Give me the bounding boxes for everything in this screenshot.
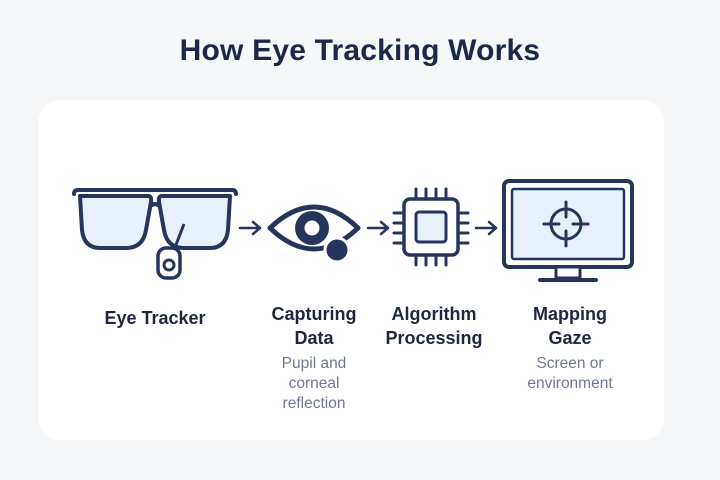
- arrow-right-icon: [474, 220, 498, 236]
- monitor-crosshair-icon: [502, 179, 634, 282]
- step-label-algorithm-processing: Algorithm Processing: [385, 304, 483, 348]
- step-label-capturing-data: Capturing Data: [271, 304, 357, 348]
- processor-chip-icon: [392, 187, 470, 267]
- arrow-right-icon: [238, 220, 262, 236]
- step-label-eye-tracker: Eye Tracker: [104, 308, 206, 328]
- eye-tracker-glasses-icon: [72, 188, 238, 280]
- step-description-mapping-gaze: Screen or environment: [527, 355, 613, 392]
- eye-icon: [267, 204, 361, 264]
- diagram-title: How Eye Tracking Works: [179, 34, 541, 67]
- step-label-mapping-gaze: Mapping Gaze: [533, 304, 607, 348]
- step-description-capturing-data: Pupil and corneal reflection: [281, 355, 347, 412]
- arrow-right-icon: [366, 220, 390, 236]
